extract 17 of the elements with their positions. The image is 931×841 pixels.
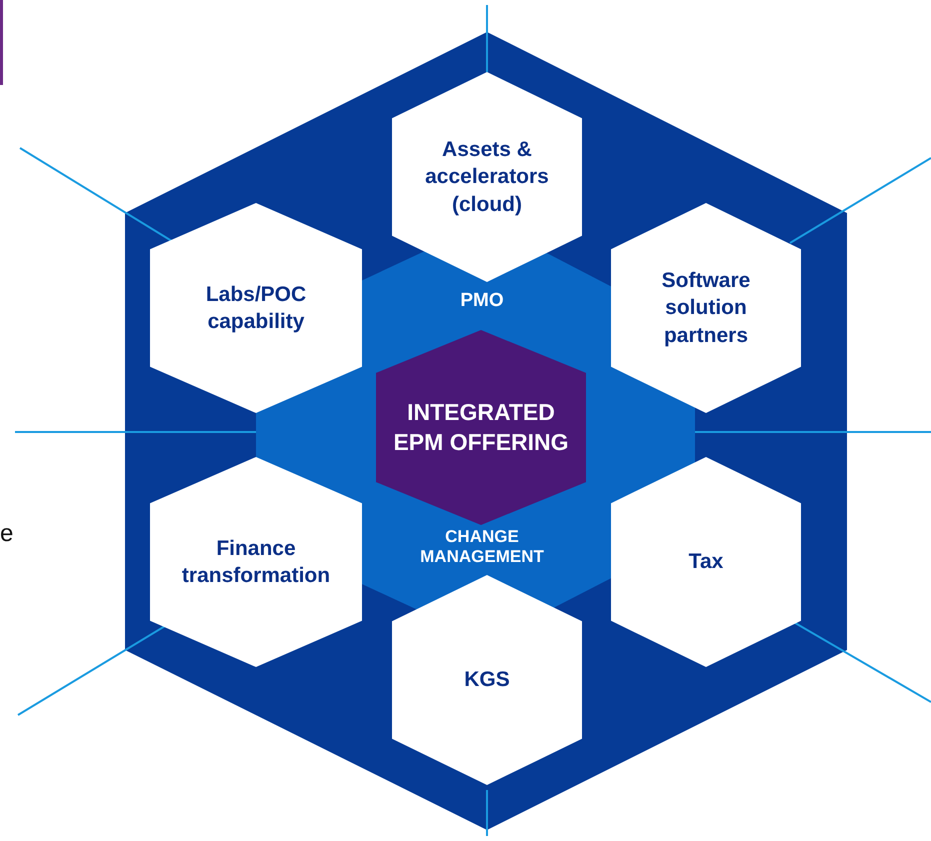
hexagon-box	[392, 72, 582, 282]
hexagon-box	[611, 457, 801, 667]
hexagon-box	[150, 457, 362, 667]
node-label: Labs/POC capability	[204, 282, 308, 335]
node-label: Tax	[688, 549, 724, 576]
pmo-label: PMO	[459, 290, 505, 313]
node-label: Finance transformation	[180, 536, 332, 589]
hexagon-box	[392, 575, 582, 785]
node-label: KGS	[464, 667, 510, 694]
node-label: Assets & accelerators (cloud)	[424, 137, 550, 218]
text-fragment: e	[0, 520, 14, 549]
node-label: INTEGRATED EPM OFFERING	[392, 398, 570, 456]
hexagon-box	[150, 203, 362, 413]
hexagon-box	[611, 203, 801, 413]
center-hexagon	[376, 330, 586, 525]
node-label: Software solution partners	[660, 268, 752, 349]
section-label: CHANGE MANAGEMENT	[419, 527, 545, 568]
